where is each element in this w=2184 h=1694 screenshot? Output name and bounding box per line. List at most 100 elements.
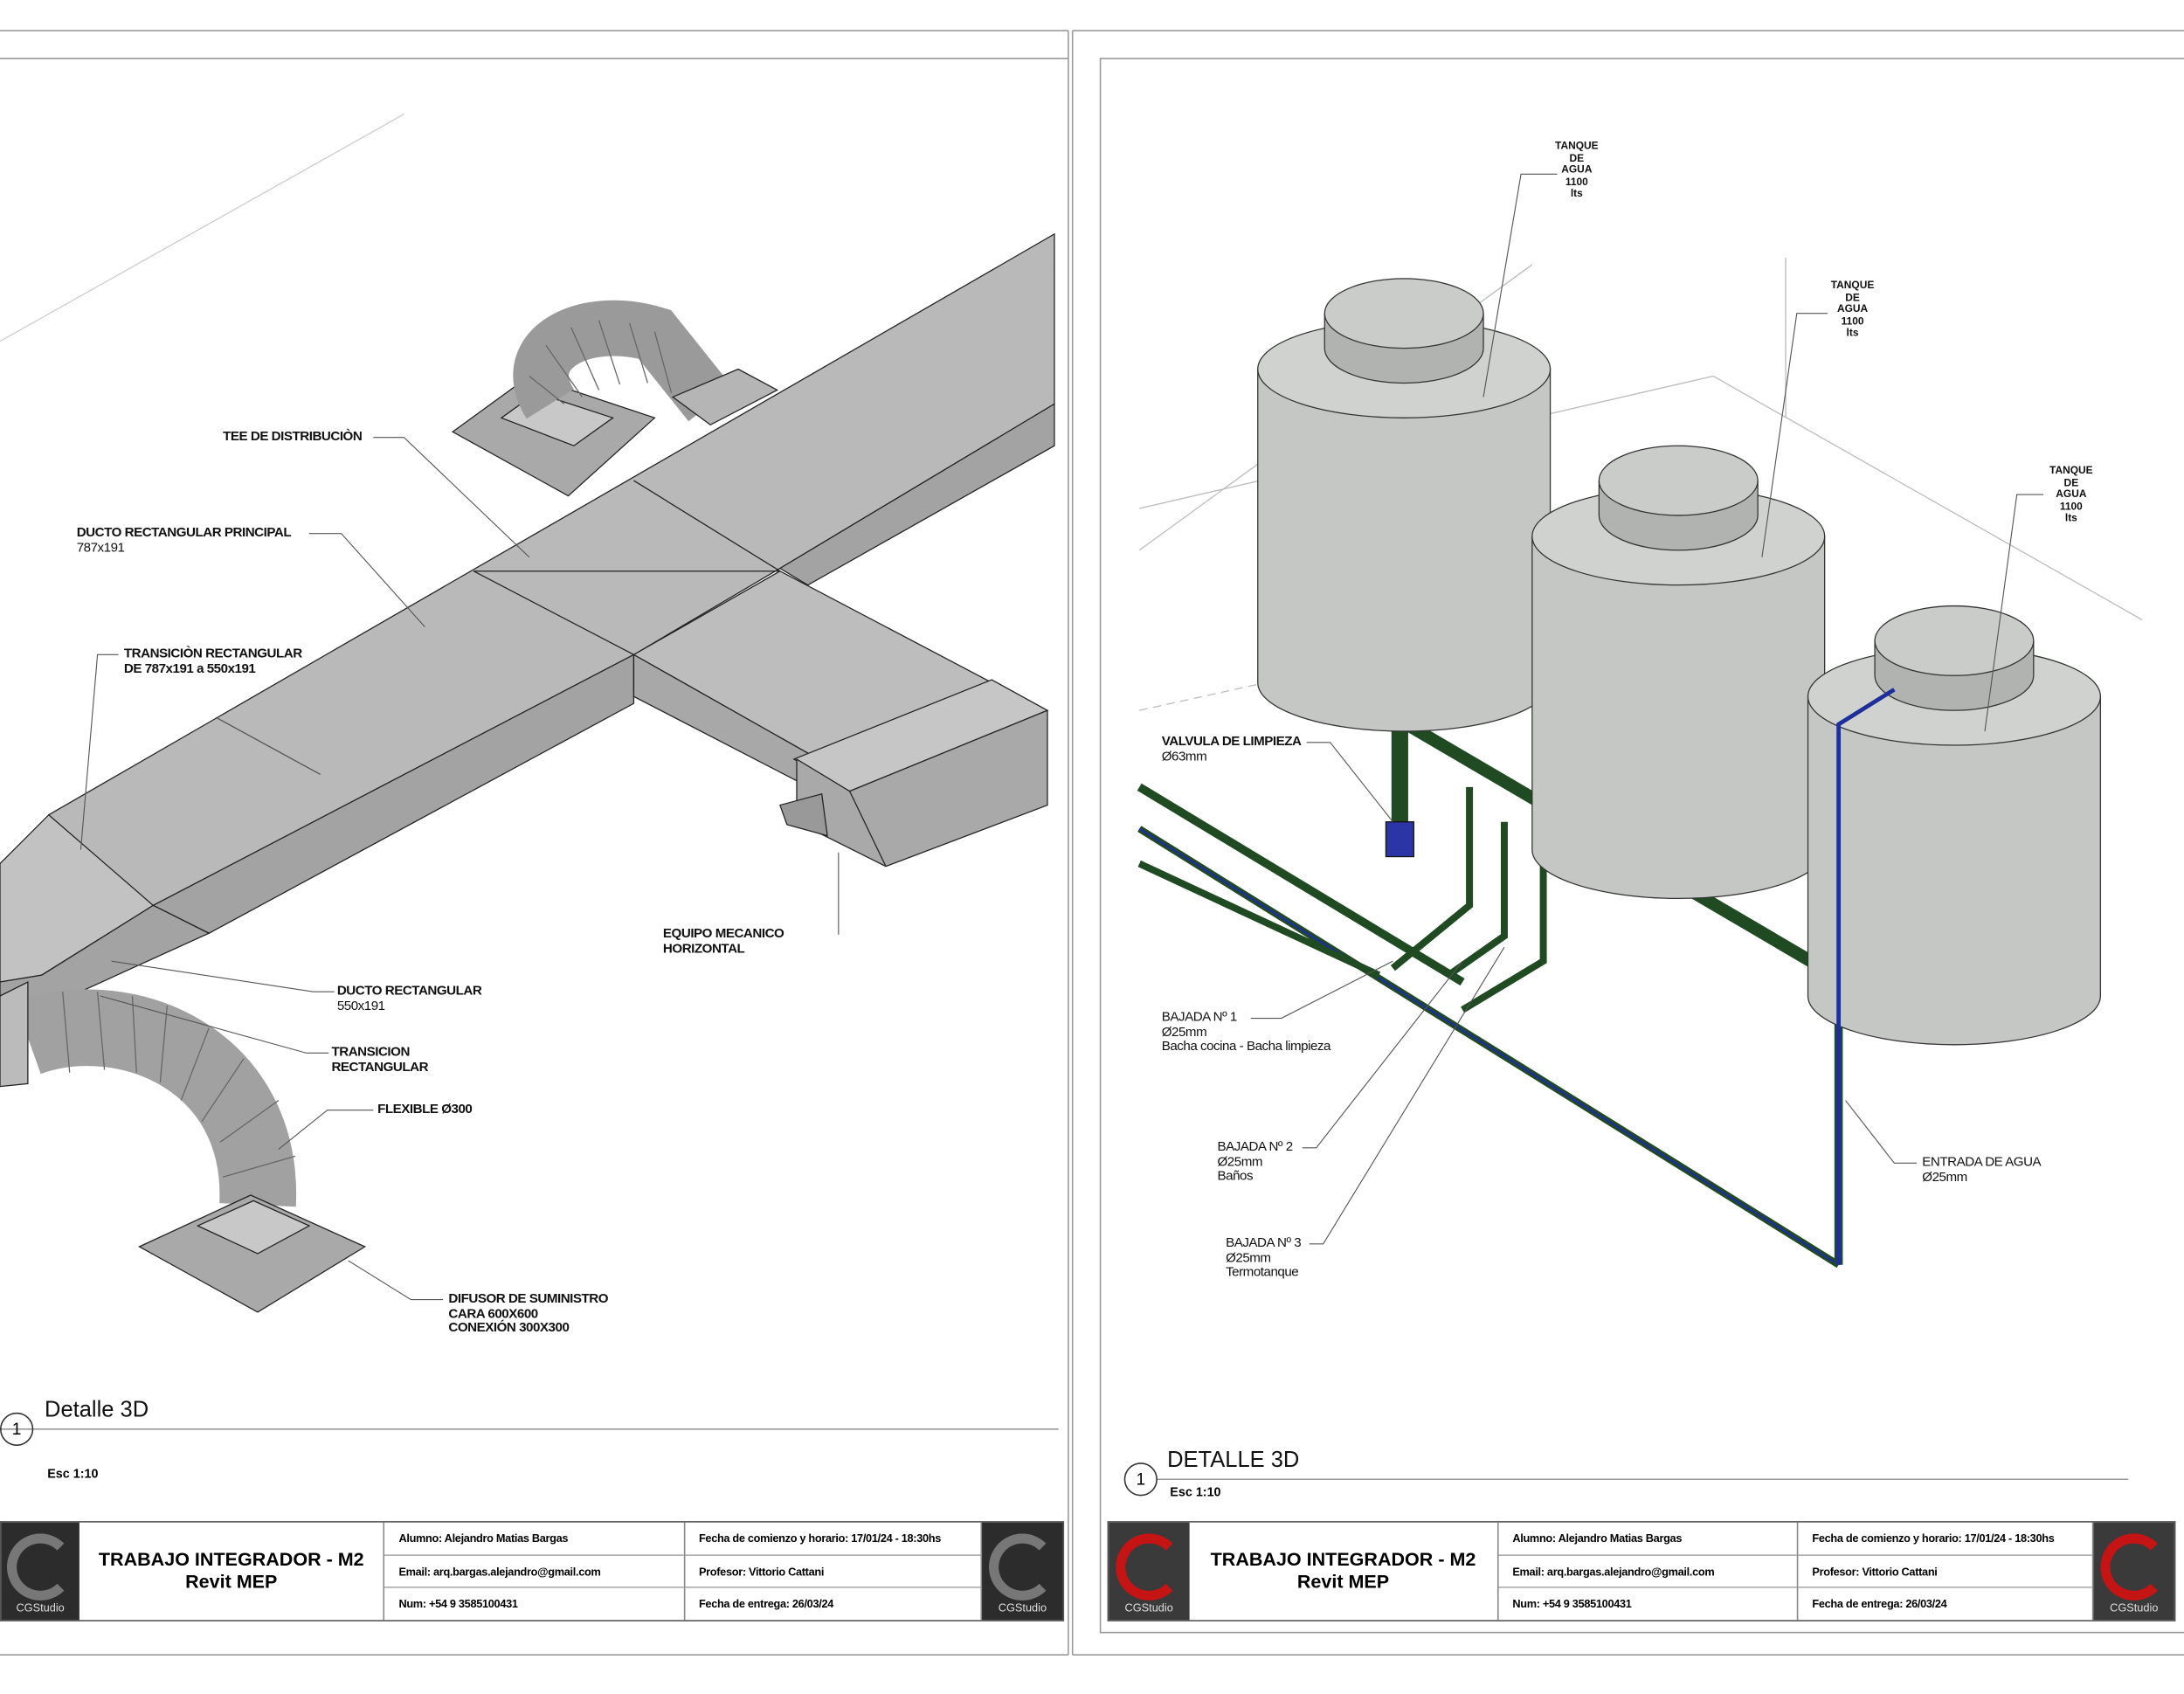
label-line: lts xyxy=(1570,186,1583,199)
label-line: 1100 xyxy=(2059,499,2083,512)
label-tee: TEE DE DISTRIBUCIÒN xyxy=(223,429,363,446)
label-line: ENTRADA DE AGUA xyxy=(1922,1154,2042,1171)
label-line: TANQUE xyxy=(1555,139,1599,152)
tank-3 xyxy=(1807,605,2101,1046)
label-line: TANQUE xyxy=(2049,463,2093,477)
water-system-3d xyxy=(1137,173,2143,1269)
label-line: DUCTO RECTANGULAR xyxy=(336,983,482,999)
label-line: DUCTO RECTANGULAR PRINCIPAL xyxy=(76,525,292,541)
label-line: 1100 xyxy=(1565,175,1588,188)
label-line: 787x191 xyxy=(76,539,125,556)
label-line: Ø25mm xyxy=(1217,1153,1263,1170)
view-scale: Esc 1:10 xyxy=(1170,1484,1221,1499)
label-line: RECTANGULAR xyxy=(331,1059,429,1075)
due-date-field: Fecha de entrega: 26/03/24 xyxy=(1812,1598,1947,1611)
label-line: TANQUE xyxy=(1830,278,1875,292)
label-line: AGUA xyxy=(1561,162,1593,176)
email-field: Email: arq.bargas.alejandro@gmail.com xyxy=(384,1555,684,1589)
label-line: AGUA xyxy=(2056,487,2087,501)
label-line: Ø25mm xyxy=(1922,1169,1967,1186)
email-field: Email: arq.bargas.alejandro@gmail.com xyxy=(1498,1555,1797,1589)
student-info: Alumno: Alejandro Matias Bargas Email: a… xyxy=(384,1522,685,1621)
label-line: CARA 600X600 xyxy=(448,1305,538,1322)
label-line: DE xyxy=(2063,475,2079,488)
sheet-frames xyxy=(0,30,2184,1656)
start-date-field: Fecha de comienzo y horario: 17/01/24 - … xyxy=(684,1523,981,1556)
due-date-field: Fecha de entrega: 26/03/24 xyxy=(698,1598,834,1611)
label-line: 550x191 xyxy=(336,998,385,1013)
label-line: DIFUSOR DE SUMINISTRO xyxy=(448,1291,609,1307)
label-line: TEE DE DISTRIBUCIÒN xyxy=(223,429,363,445)
label-line: AGUA xyxy=(1836,301,1869,315)
title-text: TRABAJO INTEGRADOR - M2 xyxy=(98,1548,364,1570)
label-line: BAJADA Nº 2 xyxy=(1217,1139,1294,1155)
label-line: Ø25mm xyxy=(1226,1249,1271,1266)
label-line: DE xyxy=(1569,150,1585,164)
label-line: TRANSICIÒN RECTANGULAR xyxy=(123,646,302,662)
view-title: Detalle 3D xyxy=(45,1398,149,1422)
view-title: DETALLE 3D xyxy=(1167,1449,1300,1473)
cgstudio-logo: CGStudio xyxy=(1,1522,79,1621)
label-line: TRANSICION xyxy=(331,1044,410,1061)
logo-text: CGStudio xyxy=(998,1601,1047,1614)
start-date-field: Fecha de comienzo y horario: 17/01/24 - … xyxy=(1798,1523,2093,1556)
label-line: HORIZONTAL xyxy=(662,941,745,957)
phone-field: Num: +54 9 3585100431 xyxy=(398,1598,518,1611)
label-line: lts xyxy=(1846,326,1859,339)
label-line: BAJADA Nº 1 xyxy=(1161,1009,1238,1026)
professor-field: Profesor: Vittorio Cattani xyxy=(684,1555,981,1589)
alumno-field: Alumno: Alejandro Matias Bargas xyxy=(384,1523,684,1556)
label-line: lts xyxy=(2064,511,2077,524)
view-number: 1 xyxy=(1123,1462,1158,1497)
ductwork-3d xyxy=(0,114,1055,1313)
lower-flexible-duct xyxy=(15,989,296,1207)
label-line: Termotanque xyxy=(1226,1264,1299,1281)
label-line: BAJADA Nº 3 xyxy=(1226,1235,1302,1251)
title-text: TRABAJO INTEGRADOR - M2 xyxy=(1210,1548,1476,1570)
view-number: 1 xyxy=(0,1412,34,1446)
cgstudio-logo: CGStudio xyxy=(2093,1522,2174,1621)
label-line: DE 787x191 a 550x191 xyxy=(123,660,256,677)
professor-field: Profesor: Vittorio Cattani xyxy=(1798,1555,2093,1589)
logo-text: CGStudio xyxy=(1124,1601,1173,1614)
cgstudio-logo: CGStudio xyxy=(982,1522,1063,1621)
subtitle-text: Revit MEP xyxy=(185,1571,278,1593)
label-line: CONEXIÓN 300X300 xyxy=(448,1320,570,1337)
label-flexible: FLEXIBLE Ø300 xyxy=(377,1103,473,1118)
label-line: DE xyxy=(1845,290,1860,303)
tank-2 xyxy=(1531,445,1826,899)
phone-field: Num: +54 9 3585100431 xyxy=(1512,1598,1632,1611)
label-line: Ø25mm xyxy=(1161,1024,1207,1041)
cgstudio-logo: CGStudio xyxy=(1109,1522,1190,1621)
student-info: Alumno: Alejandro Matias Bargas Email: a… xyxy=(1498,1522,1799,1621)
label-line: EQUIPO MECANICO xyxy=(662,926,784,942)
label-line: Ø63mm xyxy=(1161,748,1207,764)
lower-diffuser xyxy=(138,1194,367,1313)
logo-text: CGStudio xyxy=(2110,1601,2159,1614)
upper-flexible-duct xyxy=(513,300,733,422)
logo-text: CGStudio xyxy=(16,1601,65,1614)
alumno-field: Alumno: Alejandro Matias Bargas xyxy=(1498,1523,1797,1556)
subtitle-text: Revit MEP xyxy=(1296,1571,1390,1593)
label-line: Bacha cocina - Bacha limpieza xyxy=(1161,1039,1331,1054)
view-scale: Esc 1:10 xyxy=(47,1466,99,1481)
course-info: Fecha de comienzo y horario: 17/01/24 - … xyxy=(684,1522,983,1621)
